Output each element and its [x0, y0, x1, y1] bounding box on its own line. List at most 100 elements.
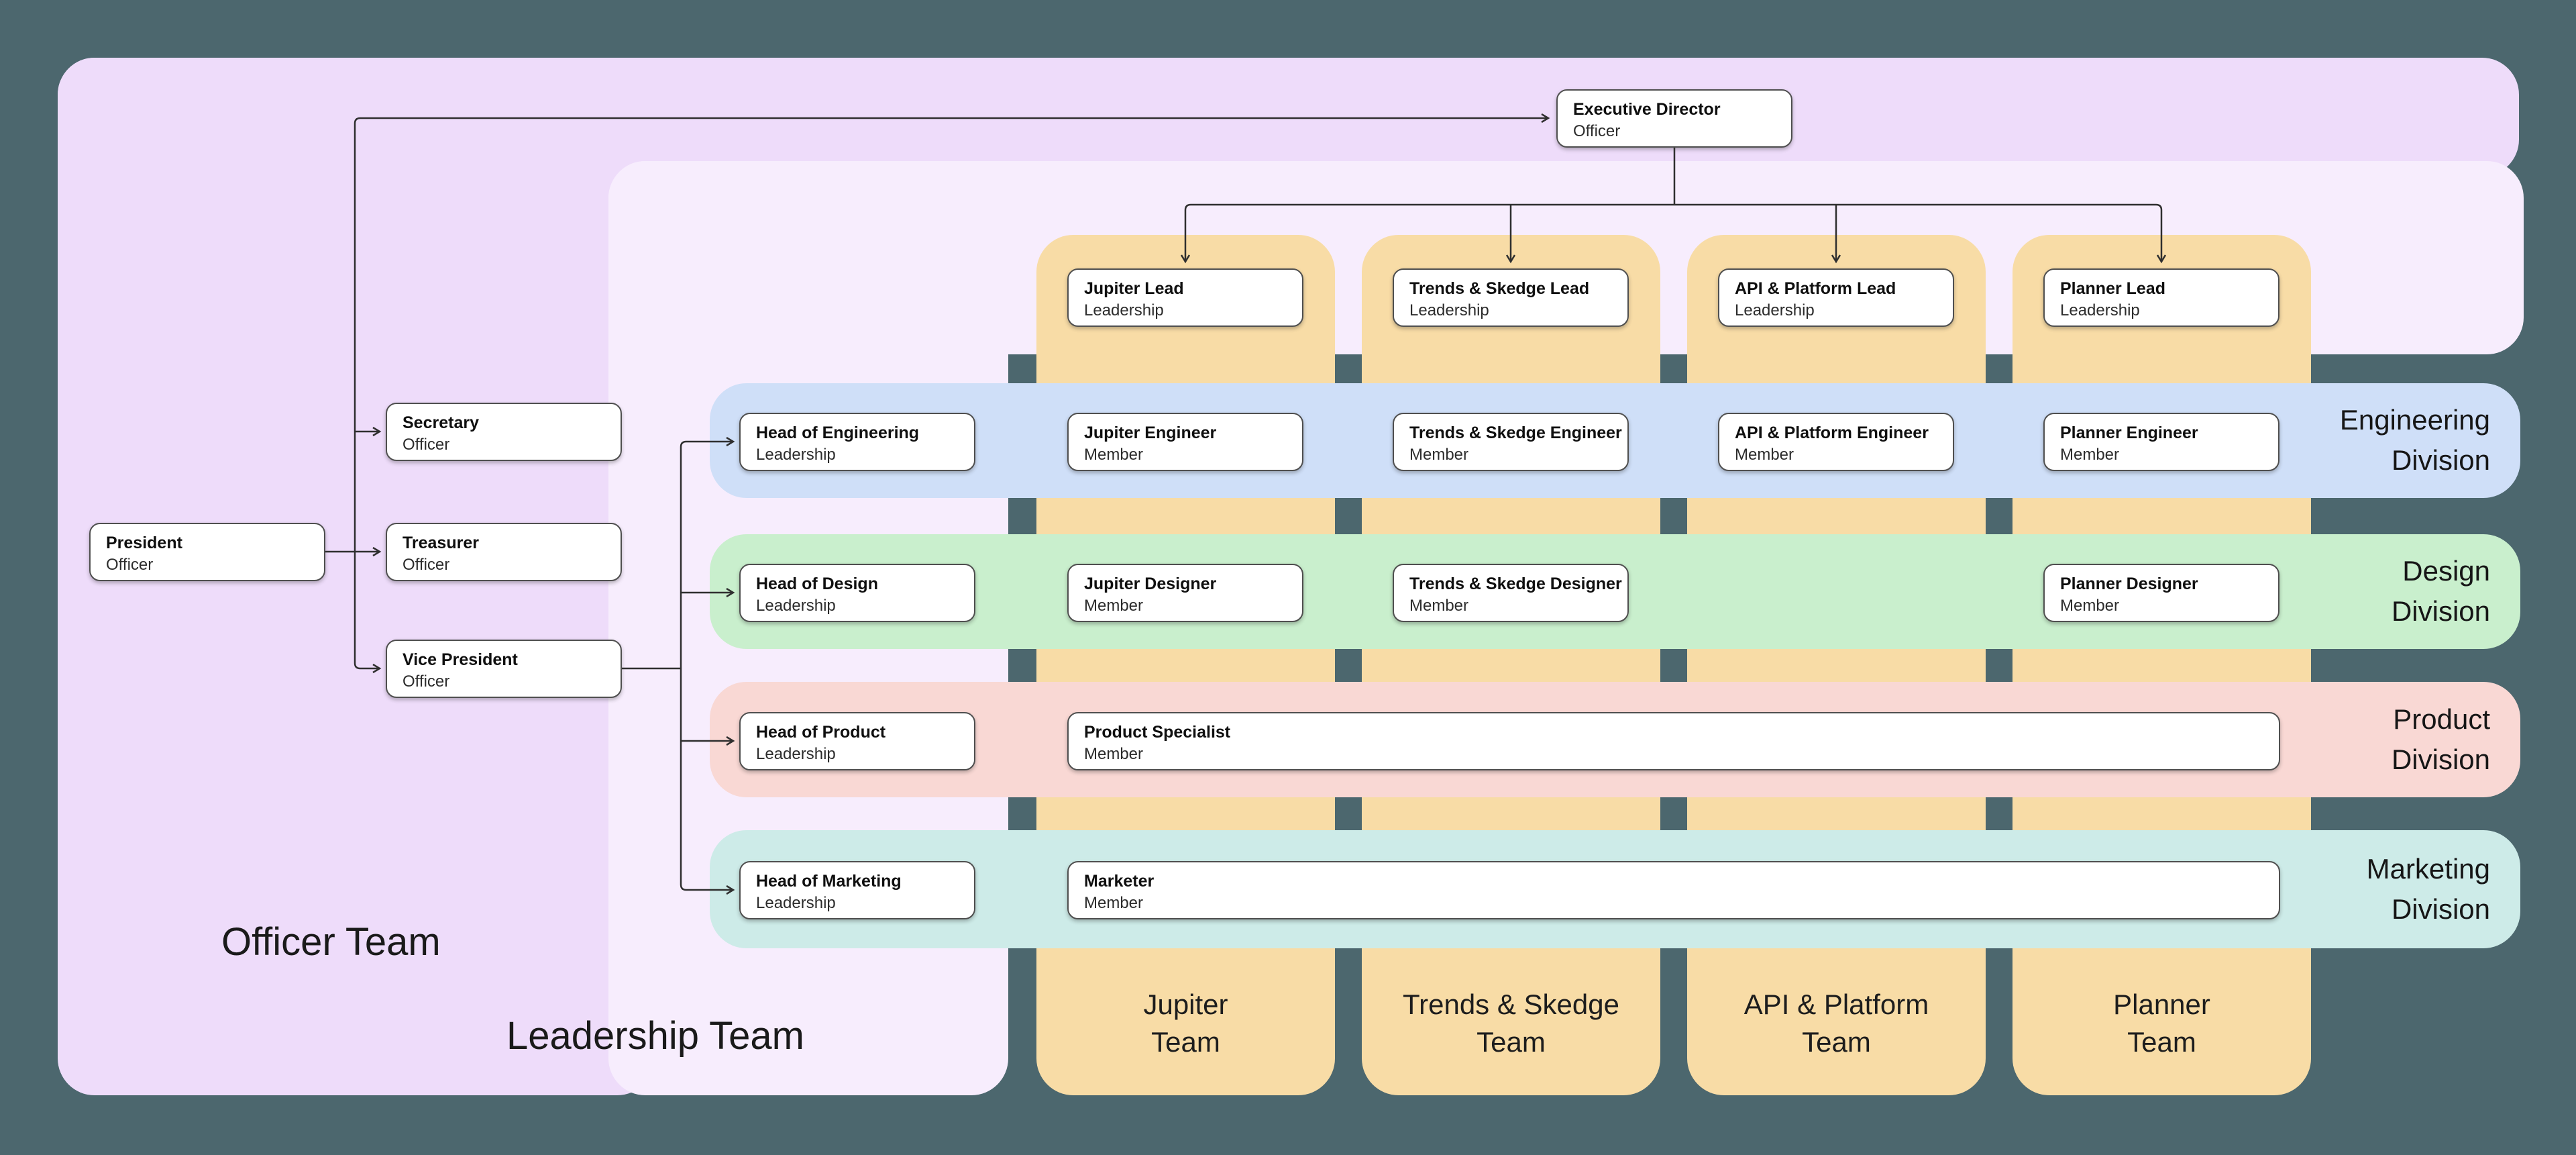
node-title: API & Platform Engineer: [1735, 423, 1929, 442]
officer-team-label: Officer Team: [221, 920, 441, 964]
node-subtitle: Member: [2060, 446, 2120, 464]
node-planner-engineer[interactable]: Planner Engineer Member: [2043, 413, 2279, 471]
team-label-line: Team: [1802, 1026, 1871, 1058]
node-subtitle: Member: [1735, 446, 1794, 464]
node-subtitle: Leadership: [1084, 301, 1164, 319]
node-title: Secretary: [402, 413, 479, 432]
node-subtitle: Member: [1084, 894, 1144, 912]
team-label-line: Team: [1477, 1026, 1546, 1058]
node-subtitle: Leadership: [756, 597, 836, 615]
planner-team-column: [2012, 235, 2311, 1095]
connector-trunk-president: [354, 117, 361, 663]
connector-exec-planner-lead: [2155, 203, 2161, 262]
node-api-platform-lead[interactable]: API & Platform Lead Leadership: [1718, 268, 1954, 327]
node-jupiter-lead[interactable]: Jupiter Lead Leadership: [1067, 268, 1303, 327]
division-label-line: Division: [2391, 595, 2490, 627]
api-platform-team-label: API & Platform Team: [1687, 986, 1986, 1061]
division-label-line: Division: [2391, 744, 2490, 775]
node-subtitle: Member: [1409, 446, 1469, 464]
node-title: Trends & Skedge Designer: [1409, 574, 1622, 593]
team-label-line: Trends & Skedge: [1403, 989, 1619, 1020]
division-label-line: Division: [2391, 893, 2490, 925]
connector-vp-head-engineering: [680, 442, 733, 448]
trends-skedge-team-label: Trends & Skedge Team: [1362, 986, 1660, 1061]
node-subtitle: Officer: [402, 672, 450, 691]
node-head-of-design[interactable]: Head of Design Leadership: [739, 564, 975, 622]
product-division-label: Product Division: [2088, 699, 2490, 780]
division-label-line: Product: [2393, 703, 2490, 735]
node-head-of-product[interactable]: Head of Product Leadership: [739, 712, 975, 770]
node-executive-director[interactable]: Executive Director Officer: [1556, 89, 1792, 148]
jupiter-team-column: [1036, 235, 1335, 1095]
trends-skedge-team-column: [1362, 235, 1660, 1095]
division-label-line: Design: [2402, 555, 2490, 587]
node-subtitle: Member: [1084, 597, 1144, 615]
division-label-line: Marketing: [2366, 853, 2490, 885]
team-label-line: Planner: [2113, 989, 2210, 1020]
node-subtitle: Leadership: [756, 745, 836, 763]
node-subtitle: Officer: [1573, 122, 1621, 140]
node-planner-designer[interactable]: Planner Designer Member: [2043, 564, 2279, 622]
node-vice-president[interactable]: Vice President Officer: [386, 640, 622, 698]
node-title: API & Platform Lead: [1735, 279, 1896, 298]
team-label-line: API & Platform: [1743, 989, 1929, 1020]
node-president[interactable]: President Officer: [89, 523, 325, 581]
node-title: Jupiter Lead: [1084, 279, 1184, 298]
node-secretary[interactable]: Secretary Officer: [386, 403, 622, 461]
node-subtitle: Leadership: [1735, 301, 1815, 319]
node-subtitle: Officer: [402, 556, 450, 574]
node-subtitle: Member: [1084, 745, 1144, 763]
team-label-line: Team: [2127, 1026, 2196, 1058]
team-label-line: Team: [1151, 1026, 1220, 1058]
node-treasurer[interactable]: Treasurer Officer: [386, 523, 622, 581]
marketing-division-label: Marketing Division: [2088, 849, 2490, 930]
node-title: President: [106, 534, 182, 552]
leadership-team-label: Leadership Team: [506, 1014, 804, 1058]
node-title: Head of Design: [756, 574, 878, 593]
node-planner-lead[interactable]: Planner Lead Leadership: [2043, 268, 2279, 327]
node-api-platform-engineer[interactable]: API & Platform Engineer Member: [1718, 413, 1954, 471]
node-title: Planner Engineer: [2060, 423, 2198, 442]
officer-team-region-top: [58, 58, 2519, 177]
node-trends-skedge-lead[interactable]: Trends & Skedge Lead Leadership: [1393, 268, 1629, 327]
division-label-line: Engineering: [2339, 404, 2490, 436]
node-title: Vice President: [402, 650, 518, 669]
node-head-of-marketing[interactable]: Head of Marketing Leadership: [739, 861, 975, 919]
node-jupiter-designer[interactable]: Jupiter Designer Member: [1067, 564, 1303, 622]
planner-team-label: Planner Team: [2012, 986, 2311, 1061]
node-title: Marketer: [1084, 872, 1155, 891]
team-label-line: Jupiter: [1143, 989, 1228, 1020]
node-title: Jupiter Engineer: [1084, 423, 1217, 442]
engineering-division-label: Engineering Division: [2088, 400, 2490, 481]
node-title: Jupiter Designer: [1084, 574, 1217, 593]
node-title: Product Specialist: [1084, 723, 1231, 742]
node-trends-skedge-engineer[interactable]: Trends & Skedge Engineer Member: [1393, 413, 1629, 471]
node-subtitle: Leadership: [2060, 301, 2140, 319]
node-subtitle: Officer: [402, 436, 450, 454]
node-title: Head of Engineering: [756, 423, 920, 442]
division-label-line: Division: [2391, 444, 2490, 476]
design-division-label: Design Division: [2088, 551, 2490, 632]
node-marketer[interactable]: Marketer Member: [1067, 861, 2280, 919]
node-title: Planner Designer: [2060, 574, 2198, 593]
connector-president-vp: [354, 662, 380, 668]
node-title: Trends & Skedge Engineer: [1409, 423, 1622, 442]
api-platform-team-column: [1687, 235, 1986, 1095]
node-product-specialist[interactable]: Product Specialist Member: [1067, 712, 2280, 770]
node-jupiter-engineer[interactable]: Jupiter Engineer Member: [1067, 413, 1303, 471]
node-subtitle: Member: [1084, 446, 1144, 464]
node-title: Head of Marketing: [756, 872, 902, 891]
node-title: Executive Director: [1573, 100, 1721, 119]
node-head-of-engineering[interactable]: Head of Engineering Leadership: [739, 413, 975, 471]
node-subtitle: Leadership: [1409, 301, 1489, 319]
node-subtitle: Leadership: [756, 894, 836, 912]
node-subtitle: Member: [2060, 597, 2120, 615]
connector-exec-jupiter-lead: [1185, 203, 1191, 262]
node-subtitle: Member: [1409, 597, 1469, 615]
jupiter-team-label: Jupiter Team: [1036, 986, 1335, 1061]
node-title: Planner Lead: [2060, 279, 2165, 298]
node-subtitle: Officer: [106, 556, 154, 574]
node-trends-skedge-designer[interactable]: Trends & Skedge Designer Member: [1393, 564, 1629, 622]
node-subtitle: Leadership: [756, 446, 836, 464]
